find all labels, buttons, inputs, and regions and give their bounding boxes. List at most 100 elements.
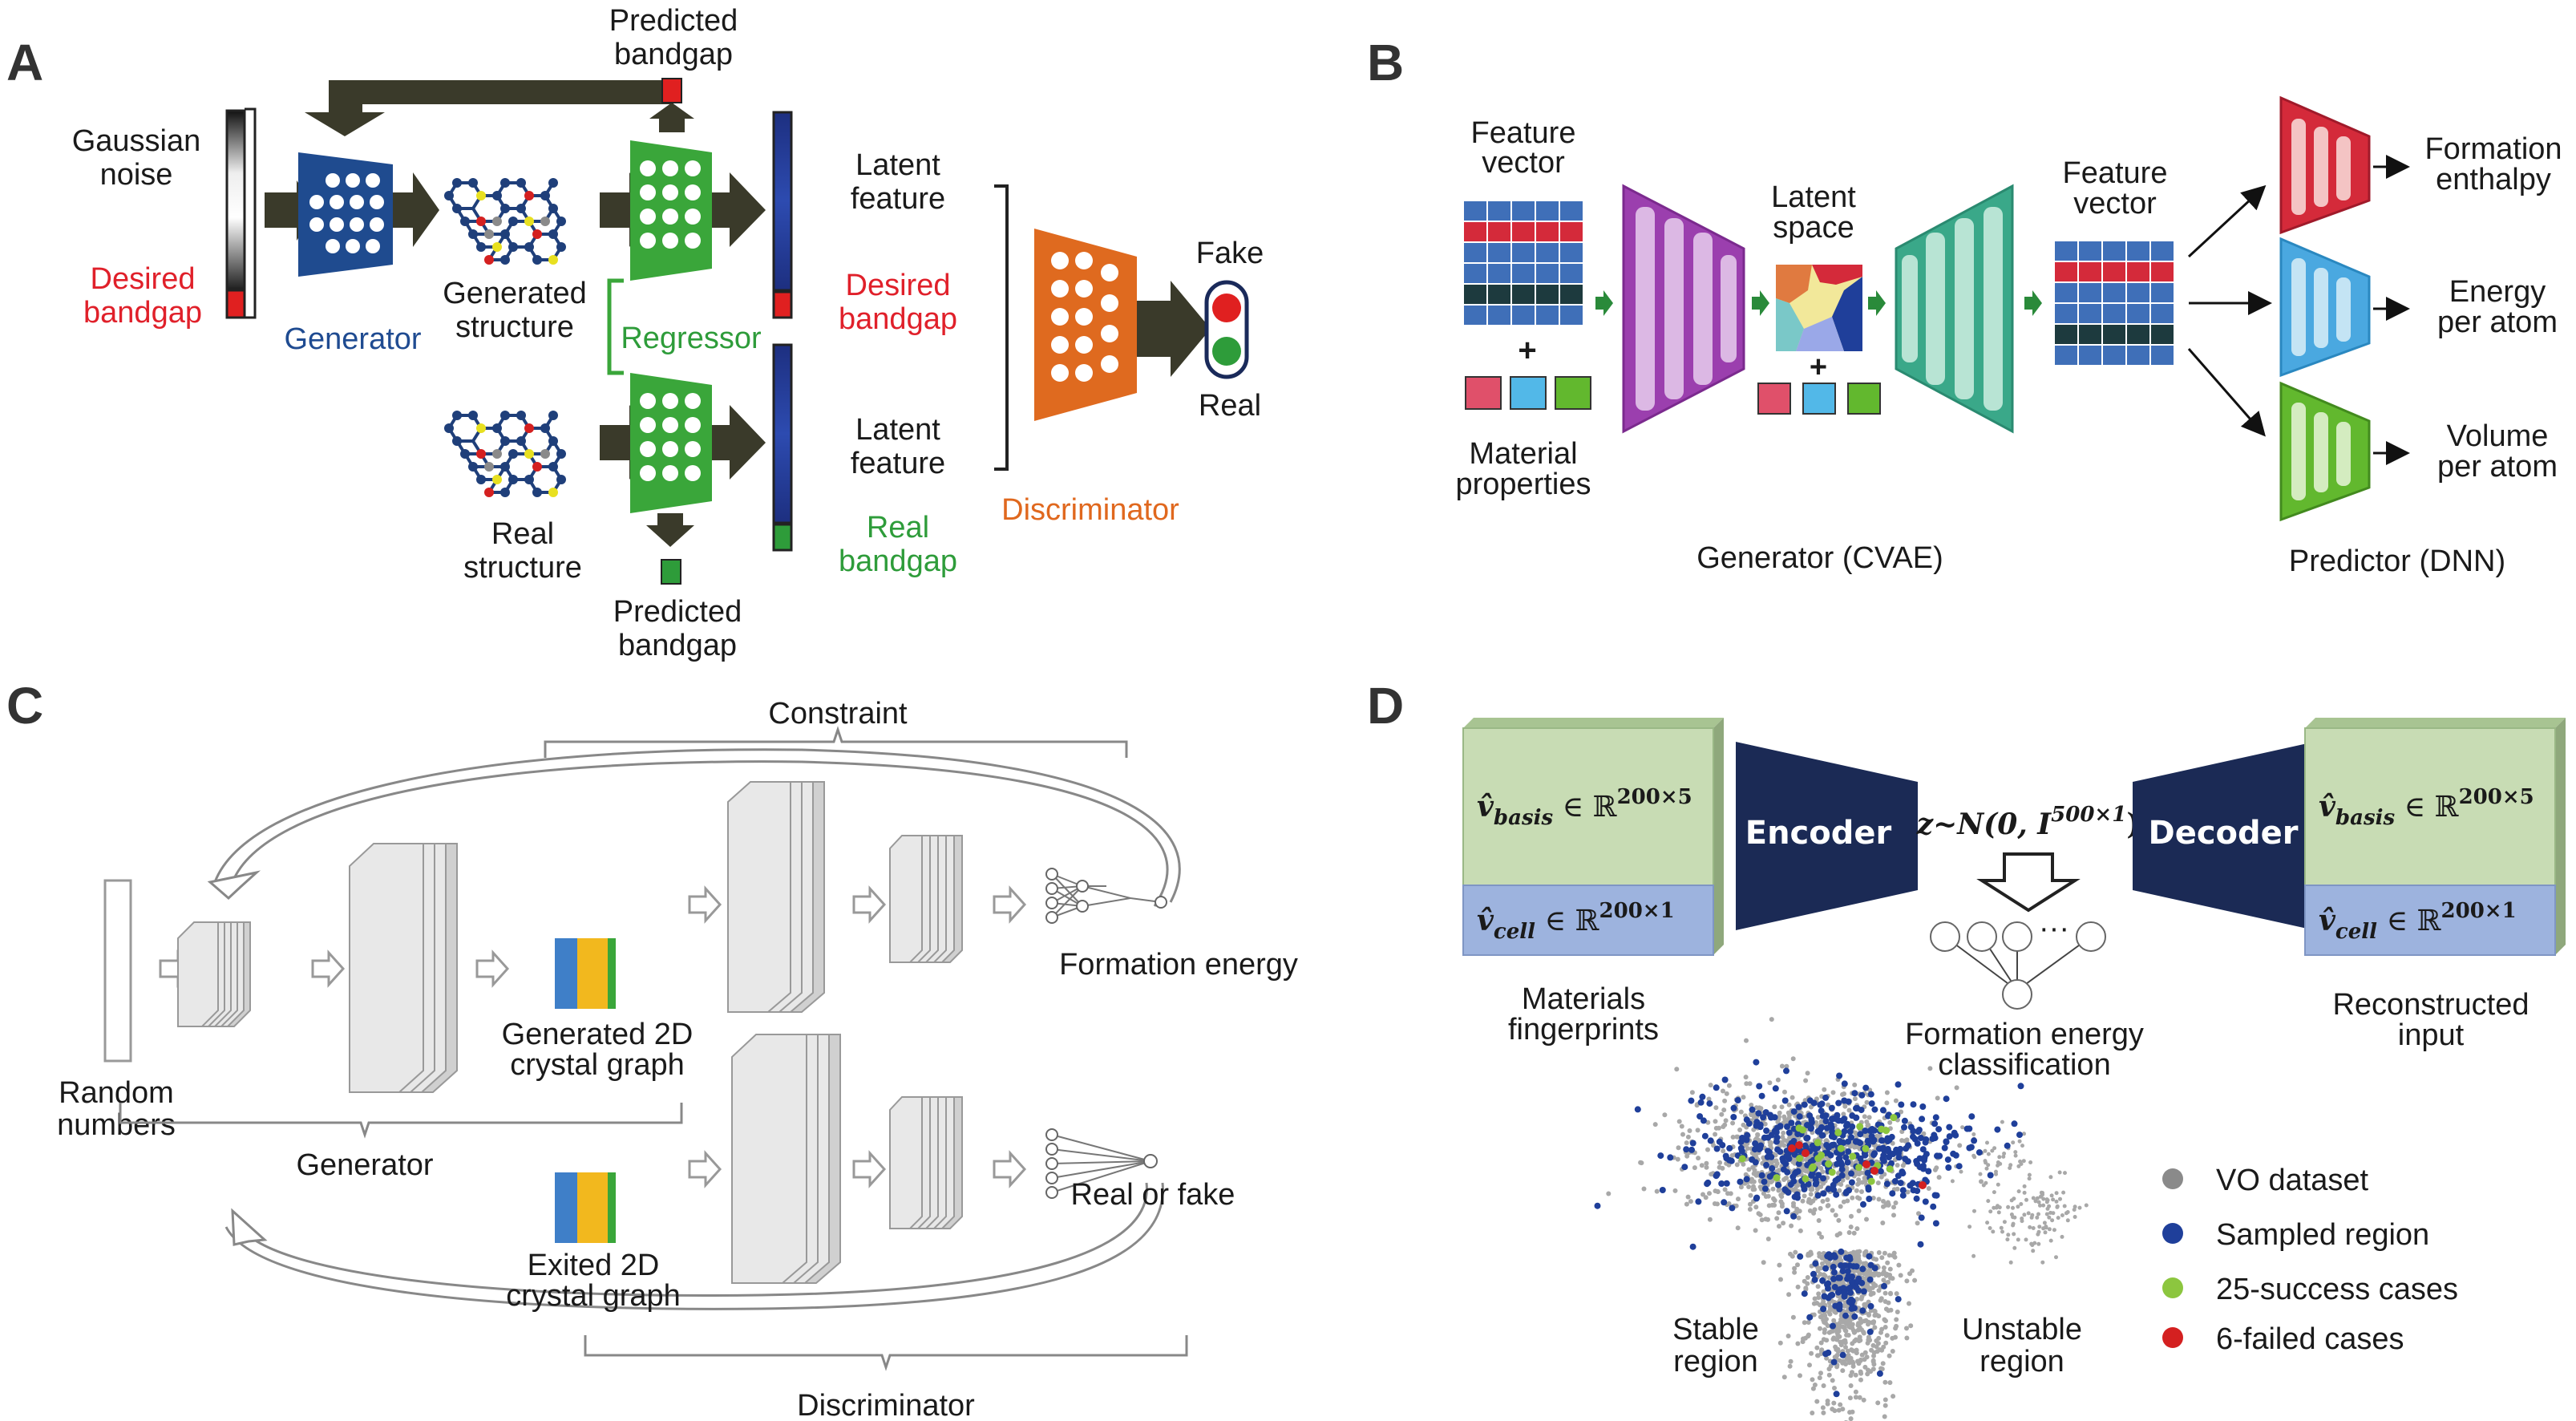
vo-dataset-point xyxy=(1875,1341,1881,1346)
success-case-point xyxy=(1814,1139,1822,1147)
vo-dataset-point xyxy=(1884,1100,1890,1106)
vo-dataset-point xyxy=(1707,1191,1712,1196)
vo-dataset-point xyxy=(1892,1254,1898,1260)
sampled-region-point xyxy=(1889,1190,1896,1197)
vo-dataset-point xyxy=(1986,1199,1991,1204)
vo-dataset-point xyxy=(1680,1132,1685,1137)
sampled-region-point xyxy=(1842,1154,1850,1161)
vo-dataset-point xyxy=(2047,1215,2052,1220)
sampled-region-point xyxy=(1806,1314,1814,1321)
vo-dataset-point xyxy=(2060,1234,2064,1239)
vo-dataset-point xyxy=(1744,1081,1749,1087)
sampled-region-point xyxy=(1931,1120,1939,1127)
sampled-region-point xyxy=(1695,1198,1702,1205)
predicted-bandgap-bottom-label-1: Predicted xyxy=(613,595,742,629)
success-case-point xyxy=(1834,1128,1842,1136)
success-case-point xyxy=(1809,1163,1817,1171)
vo-dataset-point xyxy=(1858,1358,1863,1363)
vo-dataset-point xyxy=(2027,1176,2032,1181)
vo-dataset-point xyxy=(1865,1283,1870,1289)
sampled-region-point xyxy=(1895,1081,1902,1088)
vo-dataset-point xyxy=(1729,1153,1735,1158)
vo-dataset-point xyxy=(1866,1334,1871,1340)
latent-feature-top-2: feature xyxy=(851,182,945,216)
vo-dataset-point xyxy=(1881,1204,1886,1209)
vo-dataset-point xyxy=(1822,1087,1827,1092)
vo-dataset-point xyxy=(1676,1119,1682,1124)
vo-dataset-point xyxy=(2019,1162,2024,1166)
sampled-region-point xyxy=(1951,1129,1958,1136)
vo-dataset-point xyxy=(1885,1200,1891,1205)
sampled-region-point xyxy=(1812,1260,1819,1267)
sampled-region-point xyxy=(1836,1138,1843,1144)
sampled-region-point xyxy=(2011,1120,2018,1127)
vo-dataset-point xyxy=(1864,1217,1869,1222)
vo-dataset-point xyxy=(1793,1249,1798,1255)
vo-dataset-point xyxy=(1818,1326,1822,1331)
vo-dataset-point xyxy=(1779,1063,1785,1069)
sampled-region-point xyxy=(1697,1099,1705,1106)
sampled-region-point xyxy=(1634,1106,1641,1113)
vo-dataset-point xyxy=(1986,1152,1991,1156)
random-numbers-vector xyxy=(103,879,132,1063)
vo-dataset-point xyxy=(2044,1212,2049,1217)
vo-dataset-point xyxy=(1795,1341,1801,1346)
vo-dataset-point xyxy=(2024,1237,2028,1242)
vo-dataset-point xyxy=(1786,1102,1792,1107)
vo-dataset-point xyxy=(1761,1260,1766,1265)
vo-dataset-point xyxy=(1875,1400,1881,1406)
success-case-point xyxy=(1773,1174,1781,1182)
sampled-region-point xyxy=(1657,1152,1664,1160)
vo-dataset-point xyxy=(1836,1217,1842,1223)
vo-dataset-point xyxy=(1724,1091,1729,1096)
vo-dataset-point xyxy=(1852,1082,1858,1087)
vo-dataset-point xyxy=(1979,1179,1984,1184)
classification-label-1: Formation energy xyxy=(1905,1018,2144,1051)
sampled-region-point xyxy=(1844,1268,1851,1275)
vo-dataset-point xyxy=(1831,1400,1837,1406)
sampled-region-point xyxy=(1822,1265,1830,1272)
vo-dataset-point xyxy=(1861,1330,1866,1335)
sampled-region-point xyxy=(1721,1199,1728,1206)
vo-dataset-point xyxy=(1815,1115,1821,1120)
sampled-region-point xyxy=(1919,1115,1926,1123)
sampled-region-point xyxy=(1659,1187,1666,1193)
vo-dataset-point xyxy=(1904,1335,1910,1341)
vo-dataset-point xyxy=(1899,1109,1904,1115)
sampled-region-point xyxy=(1860,1288,1867,1295)
sampled-region-point xyxy=(1729,1204,1736,1212)
vo-dataset-point xyxy=(1802,1193,1807,1199)
vo-dataset-point xyxy=(1798,1373,1802,1378)
sampled-region-point xyxy=(1743,1176,1750,1183)
sampled-region-point xyxy=(1806,1097,1814,1104)
vo-dataset-point xyxy=(1824,1138,1830,1144)
sampled-region-point xyxy=(1880,1157,1887,1164)
decoder-label: Decoder xyxy=(2148,815,2298,852)
vo-dataset-point xyxy=(1878,1133,1882,1139)
vo-dataset-point xyxy=(1676,1145,1681,1151)
predicted-bandgap-top-label-2: bandgap xyxy=(614,38,733,71)
volume-per-atom-1: Volume xyxy=(2447,419,2549,453)
vo-dataset-point xyxy=(1769,1178,1775,1184)
vo-dataset-point xyxy=(1721,1107,1727,1113)
vo-dataset-point xyxy=(1641,1186,1647,1192)
vo-dataset-point xyxy=(1890,1335,1895,1341)
vo-dataset-point xyxy=(2009,1213,2014,1217)
failed-case-point xyxy=(1862,1160,1870,1168)
vo-dataset-point xyxy=(1851,1230,1857,1236)
vo-dataset-point xyxy=(1847,1395,1853,1401)
vo-dataset-point xyxy=(1787,1363,1793,1369)
sampled-region-point xyxy=(1801,1290,1808,1298)
sampled-region-point xyxy=(1743,1116,1750,1123)
vo-dataset-point xyxy=(2008,1260,2013,1265)
sampled-region-point xyxy=(1706,1100,1713,1107)
vo-dataset-point xyxy=(1856,1180,1862,1186)
vo-dataset-point xyxy=(1762,1121,1768,1127)
cvae-decoder-nodes xyxy=(1902,207,2003,411)
vo-dataset-point xyxy=(1712,1201,1717,1206)
vo-dataset-point xyxy=(1705,1147,1710,1152)
sampled-region-point xyxy=(1901,1123,1907,1131)
vo-dataset-point xyxy=(1687,1128,1692,1133)
generated-structure-label-1: Generated xyxy=(443,277,587,310)
sampled-region-point xyxy=(1773,1134,1781,1141)
